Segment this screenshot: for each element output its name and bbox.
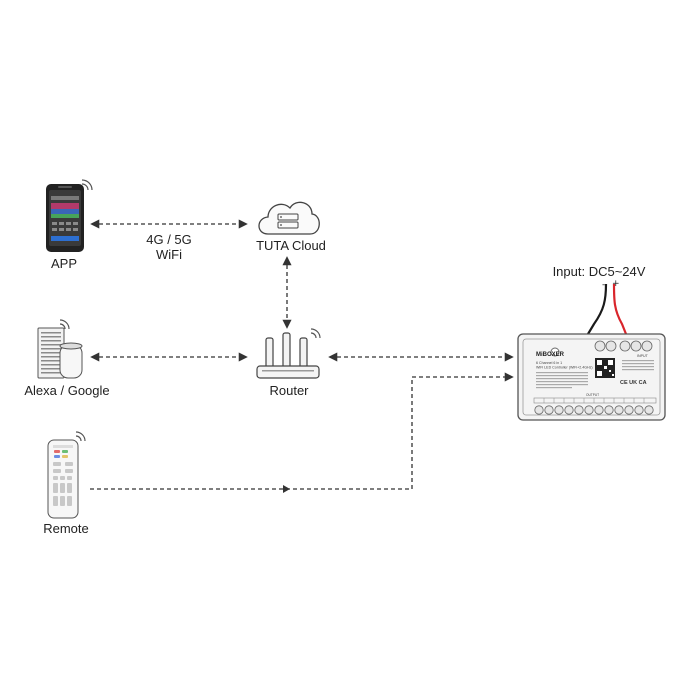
remote-label: Remote xyxy=(43,521,89,536)
controller-brand: MiBOXER xyxy=(536,352,565,358)
controller-compliance-marks: CE UK CA xyxy=(620,380,647,386)
connectors xyxy=(90,219,514,490)
input-voltage-label: Input: DC5~24V xyxy=(552,264,646,279)
cloud-label: TUTA Cloud xyxy=(256,238,326,253)
smart-speaker-icon xyxy=(37,327,83,379)
power-wires xyxy=(587,283,628,335)
controller-output-tag: OUTPUT xyxy=(586,393,599,397)
remote-wifi-icon xyxy=(75,431,86,442)
remote-icon xyxy=(47,439,79,519)
network-label-line1: 4G / 5G xyxy=(146,232,192,247)
app-label: APP xyxy=(50,256,78,271)
speaker-wifi-icon xyxy=(59,319,70,330)
assistant-label: Alexa / Google xyxy=(24,383,110,398)
controller-input-tag: INPUT xyxy=(637,354,649,358)
cloud-icon xyxy=(258,201,320,235)
router-icon xyxy=(256,332,320,379)
connector-remote-controller xyxy=(90,372,514,490)
polarity-plus-label: + xyxy=(612,279,620,289)
network-label-line2: WiFi xyxy=(156,247,182,262)
controller-device xyxy=(517,333,666,421)
phone-icon xyxy=(46,184,84,252)
polarity-minus-label: - xyxy=(602,280,606,290)
router-wifi-icon xyxy=(310,328,321,339)
controller-set-button xyxy=(550,347,560,357)
phone-wifi-icon xyxy=(81,179,93,191)
controller-model-line1: 6 Channel 6 in 1 xyxy=(536,361,562,365)
router-label: Router xyxy=(269,383,309,398)
remote-mid-arrow xyxy=(283,485,290,493)
controller-model-line2: WiFi LED Controller (WiFi+2.4GHz) xyxy=(536,366,593,370)
